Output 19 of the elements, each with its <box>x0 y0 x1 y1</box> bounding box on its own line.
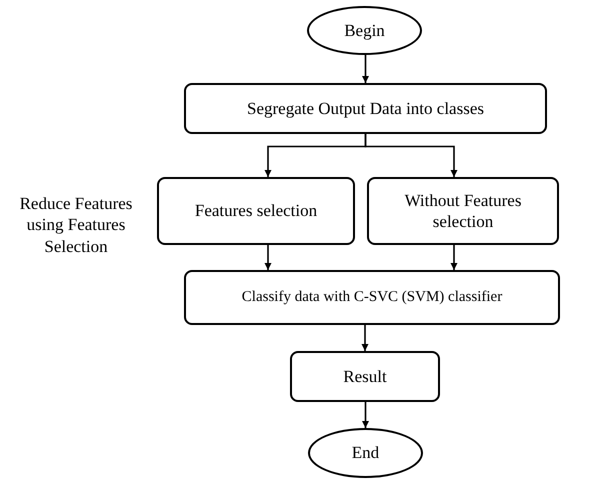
side-note: Reduce Features using Features Selection <box>18 193 134 257</box>
process-box <box>367 177 559 245</box>
node-text: Classify data with C-SVC (SVM) classifier <box>242 288 502 307</box>
node-text: Begin <box>344 20 385 42</box>
node-text: Result <box>343 366 387 388</box>
process-box <box>157 177 355 245</box>
process-box <box>184 83 547 134</box>
node-text: End <box>352 442 380 464</box>
arrow <box>362 325 368 351</box>
process-box <box>290 351 440 402</box>
arrow <box>362 402 369 428</box>
arrow <box>264 245 272 270</box>
node-text: Segregate Output Data into classes <box>247 98 484 120</box>
node-text: Without Features selection <box>404 190 522 232</box>
node-text: Features selection <box>194 200 318 222</box>
arrow <box>450 245 458 270</box>
arrow <box>364 134 458 177</box>
arrow <box>362 55 369 83</box>
process-box <box>184 270 560 325</box>
